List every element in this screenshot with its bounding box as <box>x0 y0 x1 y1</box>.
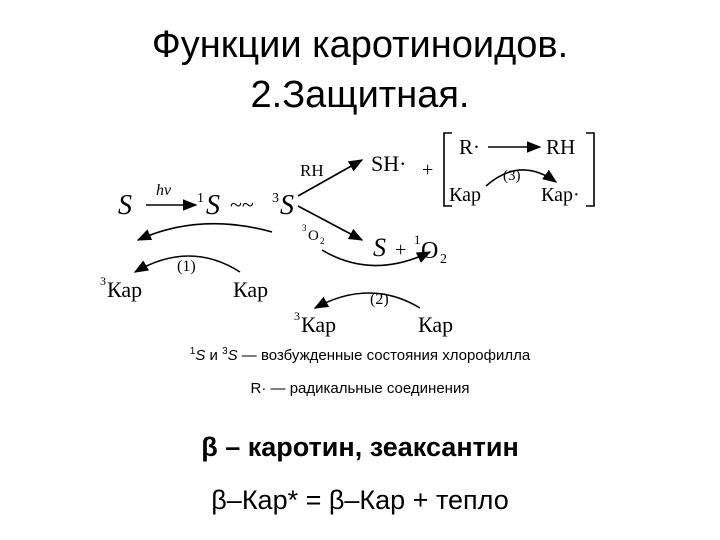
kap-triplet-1: Кар <box>107 277 142 302</box>
hv-label: hν <box>156 182 172 199</box>
s-product: S <box>373 233 386 262</box>
caption-sup-3: 3 <box>222 346 228 357</box>
kap-radical: Кар· <box>541 184 580 206</box>
caption-rest: — возбужденные состояния хлорофилла <box>237 347 531 364</box>
subtitle-carotenes: β – каротин, зеаксантин <box>201 432 519 462</box>
o2-reagent: O <box>308 228 319 244</box>
ground-state-s: S <box>118 190 132 221</box>
caption-s1: S <box>195 347 206 364</box>
quench-s3-return-arrow <box>136 222 273 241</box>
kap-triplet-2: Кар <box>301 312 336 337</box>
heat-dissipation-equation: β–Кар* = β–Кар + тепло <box>211 485 509 515</box>
o2-reagent-sup: 3 <box>302 223 307 233</box>
singlet-sup: 1 <box>197 191 204 206</box>
sh-radical: SH· <box>371 151 406 176</box>
r-radical: R· <box>459 135 480 159</box>
plus-sign-1: + <box>422 159 433 181</box>
slide-title-line-2: 2.Защитная. <box>250 74 470 116</box>
kap-ground-2: Кар <box>418 312 453 337</box>
right-bracket <box>586 132 595 207</box>
kap-triplet-1-sup: 3 <box>100 274 106 288</box>
singlet-state-s: S <box>206 190 220 221</box>
singlet-o2-formation-arrow <box>321 249 432 267</box>
reaction-label-3: (3) <box>503 168 521 184</box>
caption-excited-states: 1S и 3S — возбужденные состояния хлорофи… <box>0 346 720 364</box>
singlet-o2-sup: 1 <box>414 232 421 247</box>
kap-in-box: Кар <box>449 184 481 206</box>
reaction-label-2: (2) <box>370 291 389 308</box>
caption-sup-1: 1 <box>189 346 196 357</box>
rh-product: RH <box>546 135 575 159</box>
plus-sign-2: + <box>395 239 406 261</box>
reaction-label-1: (1) <box>177 258 196 275</box>
rh-branch-arrow <box>297 159 364 197</box>
triplet-state-s: S <box>280 190 294 221</box>
kap-oxidation-arrow <box>485 169 558 187</box>
kap-ground-1: Кар <box>233 277 268 302</box>
caption-conj: и <box>205 347 223 364</box>
left-bracket <box>443 132 452 207</box>
singlet-o2: O <box>421 238 438 264</box>
slide-title-line-1: Функции каротиноидов. <box>151 24 569 66</box>
oxygen-branch-arrow <box>297 205 364 241</box>
singlet-o2-sub: 2 <box>440 252 447 267</box>
isc-wave: ~~ <box>230 192 254 217</box>
kap-excitation-arrow-1 <box>133 255 241 273</box>
caption-s3: S <box>227 347 238 364</box>
caption-radicals: R· — радикальные соединения <box>250 380 470 397</box>
o2-reagent-sub: 2 <box>320 236 325 246</box>
kap-excitation-arrow-2 <box>313 292 421 309</box>
triplet-sup: 3 <box>272 191 279 206</box>
kap-triplet-2-sup: 3 <box>294 309 300 323</box>
rh-reagent: RH <box>300 161 324 180</box>
